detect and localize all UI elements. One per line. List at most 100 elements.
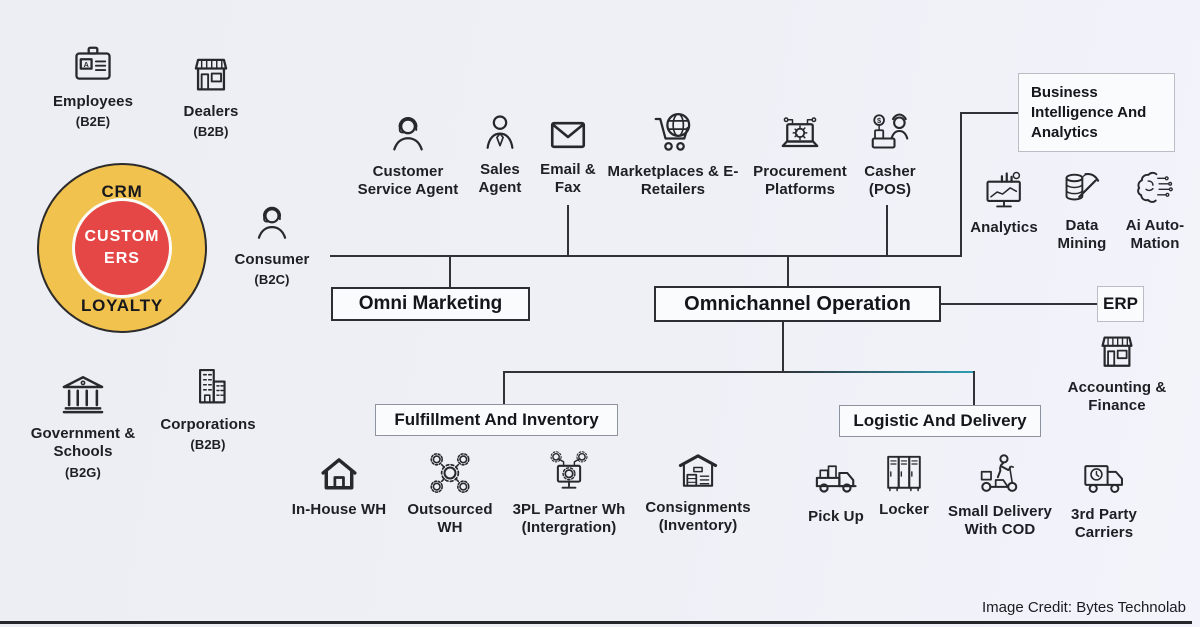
node-inhouse-wh: In-House WH bbox=[279, 452, 399, 519]
emailfax-drop-line bbox=[567, 205, 569, 255]
person-tie-icon bbox=[486, 115, 514, 149]
analytics-monitor-icon bbox=[986, 171, 1021, 208]
node-marketplaces: Marketplaces & E-Retailers bbox=[603, 110, 743, 200]
cashier-icon: $ bbox=[871, 113, 909, 149]
bank-icon bbox=[62, 376, 104, 414]
envelope-icon bbox=[550, 121, 586, 149]
erp-box: ERP bbox=[1097, 286, 1144, 322]
erp-connector-line bbox=[941, 303, 1097, 305]
customers-label: CUSTOMERS bbox=[84, 228, 160, 267]
logistics-label: Logistic And Delivery bbox=[853, 411, 1027, 430]
ai-brain-icon bbox=[1137, 171, 1173, 203]
casher-drop-line bbox=[886, 205, 888, 255]
3pl-partner-label: 3PL Partner Wh (Intergration) bbox=[512, 501, 626, 537]
lower-horizontal-line-left bbox=[503, 371, 783, 373]
erp-label: ERP bbox=[1103, 294, 1138, 313]
third-party-label: 3rd Party Carriers bbox=[1071, 506, 1137, 542]
small-delivery-label: Small Delivery With COD bbox=[948, 503, 1052, 539]
node-locker: Locker bbox=[869, 452, 939, 519]
dealers-label: Dealers bbox=[183, 103, 239, 120]
omni-marketing-label: Omni Marketing bbox=[358, 293, 503, 314]
house-icon bbox=[321, 458, 357, 490]
crm-label: CRM bbox=[101, 182, 143, 201]
locker-icon bbox=[887, 455, 921, 492]
bi-vertical-line bbox=[960, 112, 962, 257]
node-sales-agent: Sales Agent bbox=[460, 112, 540, 198]
headset-agent-icon bbox=[393, 117, 423, 151]
procurement-label: Procurement Platforms bbox=[753, 163, 847, 199]
fulfillment-label: Fulfillment And Inventory bbox=[394, 410, 599, 429]
dealers-sub: (B2B) bbox=[193, 124, 229, 140]
accounting-label: Accounting & Finance bbox=[1067, 379, 1167, 415]
omni-marketing-box: Omni Marketing bbox=[331, 287, 530, 321]
employees-sub: (B2E) bbox=[75, 114, 111, 130]
loyalty-label: LOYALTY bbox=[80, 296, 164, 315]
crm-loyalty-circle: CRM CUSTOMERS LOYALTY bbox=[37, 163, 207, 333]
fulfillment-box: Fulfillment And Inventory bbox=[375, 404, 618, 436]
operation-down-line bbox=[782, 322, 784, 371]
monitor-gear-icon bbox=[550, 451, 588, 489]
node-3pl-partner: 3PL Partner Wh (Intergration) bbox=[502, 450, 636, 538]
business-intelligence-box: Business Intelligence And Analytics bbox=[1018, 73, 1175, 152]
omnichannel-operation-box: Omnichannel Operation bbox=[654, 286, 941, 322]
customers-circle: CUSTOMERS bbox=[72, 198, 172, 298]
image-credit: Image Credit: Bytes Technolab bbox=[981, 599, 1186, 616]
node-consignments: Consignments (Inventory) bbox=[636, 450, 760, 536]
bi-horizontal-line bbox=[960, 112, 1018, 114]
consumer-label: Consumer bbox=[234, 251, 310, 268]
node-dealers: Dealers (B2B) bbox=[151, 52, 271, 140]
omnichannel-operation-label: Omnichannel Operation bbox=[684, 292, 911, 315]
lower-horizontal-line-right bbox=[783, 371, 975, 373]
customer-service-agent-label: Customer Service Agent bbox=[357, 163, 459, 199]
sales-agent-label: Sales Agent bbox=[478, 161, 522, 197]
corporations-label: Corporations bbox=[160, 416, 256, 433]
node-third-party: 3rd Party Carriers bbox=[1059, 455, 1149, 543]
inhouse-wh-label: In-House WH bbox=[291, 501, 387, 518]
corporations-sub: (B2B) bbox=[190, 437, 226, 453]
warehouse-icon bbox=[678, 454, 718, 487]
omnichannel-stub bbox=[787, 257, 789, 286]
logistics-stub bbox=[973, 371, 975, 405]
id-badge-icon: A bbox=[75, 46, 111, 80]
node-small-delivery: Small Delivery With COD bbox=[940, 452, 1060, 540]
logistics-box: Logistic And Delivery bbox=[839, 405, 1041, 437]
node-data-mining: Data Mining bbox=[1047, 168, 1117, 254]
main-horizontal-line bbox=[330, 255, 962, 257]
pickaxe-database-icon bbox=[1065, 172, 1100, 201]
node-employees: A Employees (B2E) bbox=[33, 42, 153, 130]
marketplaces-label: Marketplaces & E-Retailers bbox=[607, 163, 739, 199]
consumer-sub: (B2C) bbox=[254, 272, 290, 288]
headset-person-icon bbox=[257, 206, 287, 239]
node-outsourced-wh: Outsourced WH bbox=[403, 450, 497, 538]
government-label: Government & Schools bbox=[30, 425, 136, 461]
node-procurement: Procurement Platforms bbox=[735, 110, 865, 200]
casher-pos-label: Casher (POS) bbox=[864, 163, 916, 199]
data-mining-label: Data Mining bbox=[1057, 217, 1107, 253]
employees-label: Employees bbox=[52, 93, 134, 110]
pickup-truck-icon bbox=[815, 465, 857, 493]
laptop-gear-icon bbox=[781, 117, 819, 148]
globe-cart-icon bbox=[654, 113, 691, 151]
analytics-label: Analytics bbox=[970, 219, 1038, 236]
scooter-delivery-icon bbox=[980, 454, 1018, 492]
node-customer-service-agent: Customer Service Agent bbox=[346, 112, 470, 200]
pick-up-label: Pick Up bbox=[808, 508, 864, 525]
node-analytics: Analytics bbox=[959, 170, 1049, 237]
node-accounting: Accounting & Finance bbox=[1067, 330, 1167, 416]
email-fax-label: Email & Fax bbox=[540, 161, 596, 197]
node-email-fax: Email & Fax bbox=[528, 114, 608, 198]
node-consumer: Consumer (B2C) bbox=[217, 202, 327, 288]
locker-label: Locker bbox=[879, 501, 929, 518]
node-corporations: Corporations (B2B) bbox=[148, 365, 268, 453]
storefront-icon bbox=[1101, 336, 1133, 367]
omni-marketing-stub bbox=[449, 257, 451, 287]
svg-text:A: A bbox=[84, 61, 89, 69]
gear-network-icon bbox=[430, 453, 470, 493]
buildings-icon bbox=[199, 368, 226, 404]
bottom-bar bbox=[0, 621, 1192, 624]
node-ai-automation: Ai Auto-Mation bbox=[1113, 168, 1197, 254]
node-government: Government & Schools (B2G) bbox=[17, 372, 149, 480]
svg-text:$: $ bbox=[877, 116, 882, 125]
delivery-truck-icon bbox=[1084, 465, 1123, 494]
consignments-label: Consignments (Inventory) bbox=[645, 499, 751, 535]
